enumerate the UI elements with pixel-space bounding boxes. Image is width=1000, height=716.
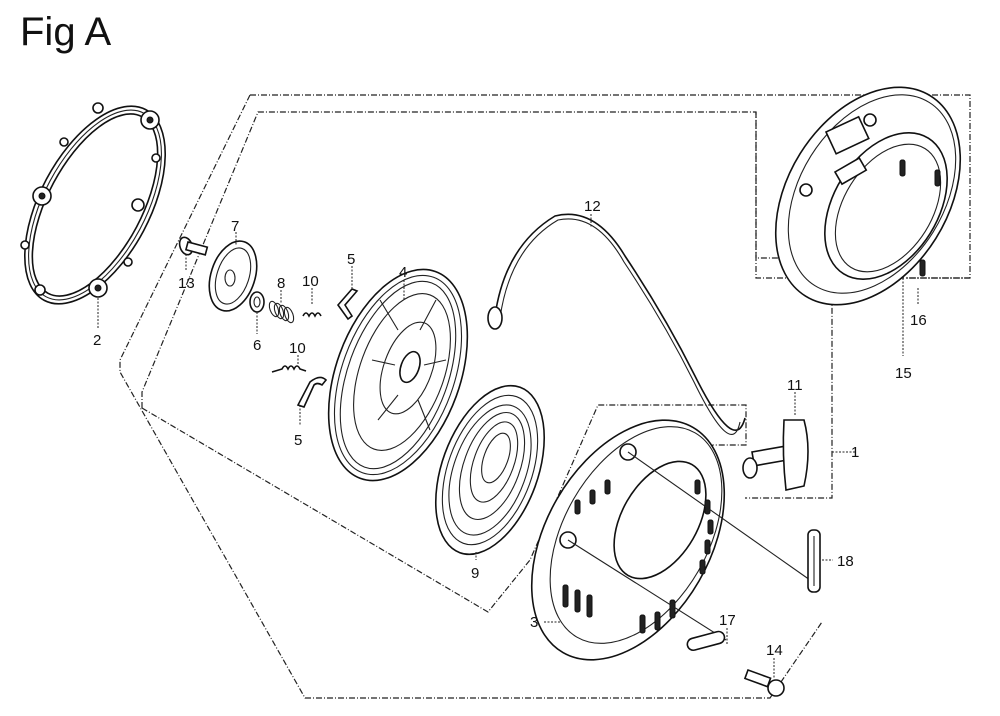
starter-case-part	[530, 419, 811, 661]
starter-rope-part	[487, 213, 746, 435]
callout-5-upper: 5	[347, 251, 355, 268]
callout-16: 16	[910, 312, 927, 329]
callout-18: 18	[837, 553, 854, 570]
starter-pulley-part	[774, 86, 962, 306]
assembly-outline-1	[119, 94, 971, 699]
callout-15: 15	[895, 365, 912, 382]
figure-title: Fig A	[20, 10, 112, 54]
setting-screw-part	[178, 236, 209, 270]
reel-part	[327, 268, 469, 482]
return-spring-upper-part	[302, 288, 322, 318]
collar-part	[686, 628, 728, 652]
callout-10-lower: 10	[289, 340, 306, 357]
callout-1: 1	[851, 444, 859, 461]
callout-3: 3	[530, 614, 538, 631]
callout-13: 13	[178, 275, 195, 292]
recoil-spring-part	[434, 384, 546, 560]
callout-9: 9	[471, 565, 479, 582]
callout-11: 11	[787, 377, 803, 394]
callout-12: 12	[584, 198, 601, 215]
label-caution-part	[807, 529, 833, 593]
friction-spring-part	[268, 290, 295, 324]
washer-part	[249, 291, 265, 334]
flange-bolt-part	[743, 658, 785, 697]
callout-17: 17	[719, 612, 736, 629]
callout-7: 7	[231, 218, 239, 235]
callout-5-lower: 5	[294, 432, 302, 449]
friction-plate-part	[208, 232, 258, 312]
ratchet-lower-part	[296, 376, 328, 425]
callout-10-upper: 10	[302, 273, 319, 290]
callout-14: 14	[766, 642, 783, 659]
callout-8: 8	[277, 275, 285, 292]
callout-4: 4	[399, 264, 407, 281]
callout-labels: 1 2 3 4 5 5 6 7 8 9 10 10 11 12 13 14 15…	[93, 198, 927, 659]
starter-grip-part	[742, 392, 809, 491]
gasket-ring-part	[20, 102, 167, 328]
callout-2: 2	[93, 332, 101, 349]
return-spring-lower-part	[271, 355, 307, 373]
ratchet-upper-part	[336, 266, 359, 321]
callout-6: 6	[253, 337, 261, 354]
